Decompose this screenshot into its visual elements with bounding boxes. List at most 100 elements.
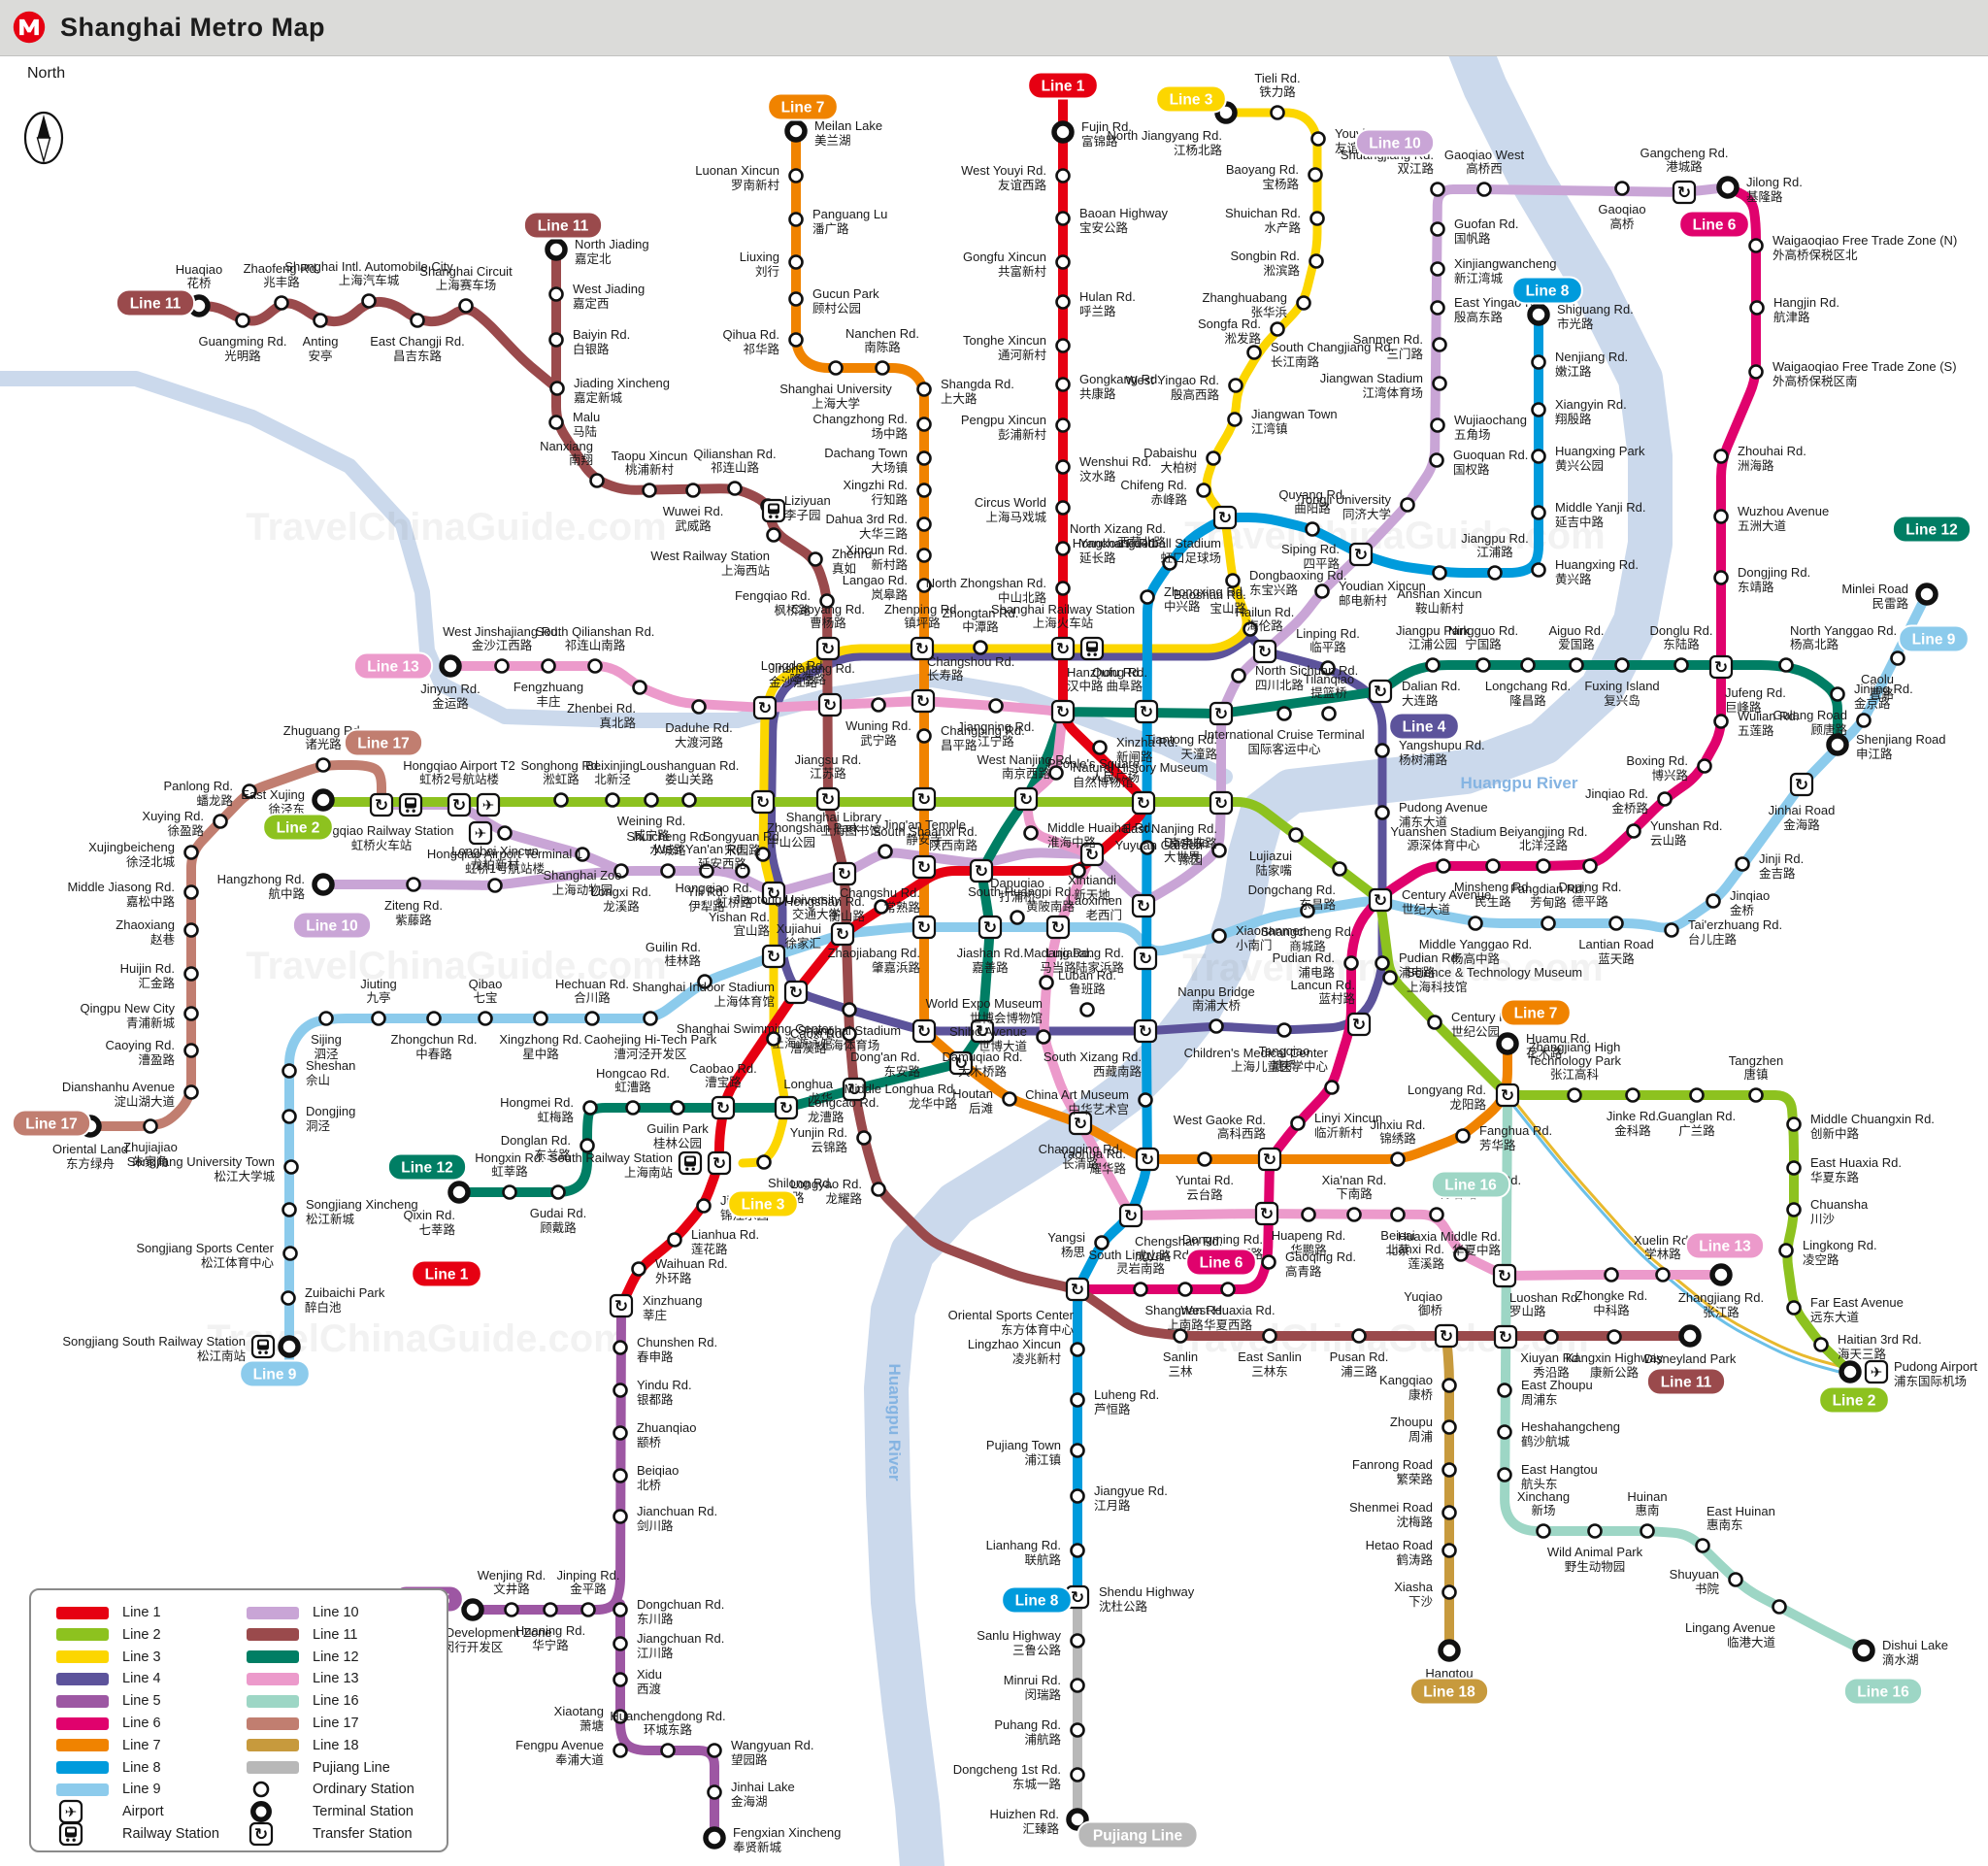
station-jufeng-rd: ↻ bbox=[1708, 654, 1734, 680]
ordinary-station-dot bbox=[613, 1340, 628, 1355]
station-label-fanghua-rd: Fanghua Rd.芳华路 bbox=[1479, 1123, 1552, 1152]
station-label-changzhong-rd: Changzhong Rd.场中路 bbox=[812, 412, 908, 441]
station-linyi-xincun bbox=[1290, 1116, 1306, 1131]
station-label-zhongchun-rd: Zhongchun Rd.中春路 bbox=[391, 1032, 478, 1061]
ordinary-station-dot bbox=[1382, 970, 1398, 985]
station-shanghai-university bbox=[828, 360, 844, 376]
ordinary-station-dot bbox=[1309, 211, 1325, 226]
legend-label: Line 9 bbox=[122, 1782, 161, 1798]
station-disneyland-park bbox=[1678, 1324, 1702, 1348]
station-far-east-avenue bbox=[1786, 1300, 1802, 1316]
terminal-station-dot bbox=[1678, 1324, 1702, 1348]
station-label-hanzhong-rd: Hanzhong Rd.汉中路 bbox=[1067, 665, 1147, 693]
ordinary-station-dot bbox=[1055, 168, 1071, 183]
station-tongji-university bbox=[1400, 497, 1415, 513]
station-hongqiao-airport-terminal-1: ✈ bbox=[468, 820, 513, 846]
transfer-arrows-glyph: ↻ bbox=[917, 790, 931, 810]
ordinary-station-dot bbox=[1604, 1267, 1619, 1283]
legend-item-line-13: Line 13 bbox=[247, 1668, 359, 1689]
airplane-glyph: ✈ bbox=[475, 825, 487, 843]
ordinary-station-dot bbox=[1614, 181, 1630, 196]
station-deping-rd bbox=[1582, 858, 1598, 874]
transfer-arrows-glyph: ↻ bbox=[1440, 1327, 1453, 1347]
badge-line2: Line 2 bbox=[262, 813, 334, 842]
station-label-north-jiangyang-rd: North Jiangyang Rd.江杨北路 bbox=[1107, 128, 1222, 157]
ordinary-station-dot bbox=[707, 1784, 722, 1800]
station-label-yindu-rd: Yindu Rd.银都路 bbox=[637, 1378, 692, 1407]
badge-pujiang: Pujiang Line bbox=[1077, 1820, 1199, 1849]
badge-line10: Line 10 bbox=[291, 911, 373, 940]
ordinary-station-dot bbox=[1300, 903, 1315, 918]
station-label-west-youyi-rd: West Youyi Rd.友谊西路 bbox=[961, 163, 1046, 192]
station-donglan-rd bbox=[580, 1138, 595, 1153]
station-youdian-xincun bbox=[1314, 583, 1330, 599]
station-hechuan-rd bbox=[584, 1011, 600, 1026]
legend-swatch bbox=[247, 1694, 299, 1708]
station-yuyuan-garden bbox=[1211, 843, 1227, 858]
ordinary-station-dot bbox=[696, 1198, 712, 1214]
station-label-qilianshan-rd: Qilianshan Rd.祁连山路 bbox=[693, 447, 776, 475]
ordinary-station-dot bbox=[548, 286, 564, 302]
ordinary-station-dot bbox=[1430, 221, 1445, 237]
legend-swatch bbox=[56, 1761, 109, 1775]
station-hongqiao-rd: ↻ bbox=[761, 881, 786, 906]
station-label-longcao-rd: Longcao Rd.龙漕路 bbox=[808, 1095, 879, 1124]
transfer-arrows-glyph: ↻ bbox=[1498, 1267, 1511, 1286]
station-label-hailun-rd: Hailun Rd.海伦路 bbox=[1236, 605, 1295, 633]
station-pudong-avenue bbox=[1375, 805, 1390, 820]
ordinary-station-dot bbox=[613, 863, 629, 879]
badge-label: Line 12 bbox=[401, 1160, 452, 1177]
station-label-guanglan-rd: Guanglan Rd.广兰路 bbox=[1658, 1109, 1736, 1138]
terminal-station-dot bbox=[784, 119, 808, 143]
station-tieli-rd bbox=[1270, 105, 1285, 120]
ordinary-station-dot bbox=[281, 1290, 296, 1306]
ordinary-station-dot bbox=[1162, 555, 1177, 571]
station-dabaishu bbox=[1206, 450, 1221, 466]
maglev-line bbox=[1506, 1096, 1852, 1377]
station-yaohua-rd: ↻ bbox=[1135, 1147, 1160, 1172]
ordinary-station-dot bbox=[242, 783, 257, 799]
ordinary-station-dot bbox=[213, 814, 228, 829]
station-label-longyao-rd: Longyao Rd.龙耀路 bbox=[790, 1177, 862, 1206]
station-shuichan-rd bbox=[1309, 211, 1325, 226]
ordinary-station-dot bbox=[1436, 858, 1451, 874]
station-baiyin-rd bbox=[548, 332, 564, 348]
station-label-dongchang-rd: Dongchang Rd.东昌路 bbox=[1248, 883, 1337, 912]
station-baoan-highway bbox=[1055, 211, 1071, 226]
station-changzhong-rd bbox=[916, 417, 932, 432]
ordinary-station-dot bbox=[1140, 840, 1155, 855]
station-longyang-rd: ↻ bbox=[1495, 1083, 1520, 1108]
station-label-hongqiao-rd: Hongqiao Rd.虹桥路 bbox=[676, 881, 753, 910]
ordinary-station-dot bbox=[788, 254, 804, 270]
station-lantian-road bbox=[1608, 916, 1624, 931]
station-label-donglan-rd: Donglan Rd.东兰路 bbox=[501, 1133, 572, 1162]
station-dahua-3rd-rd bbox=[916, 516, 932, 532]
station-zhenping-rd: ↻ bbox=[910, 636, 935, 661]
station-shuangjiang-rd bbox=[1430, 182, 1445, 197]
legend-label: Line 16 bbox=[313, 1693, 359, 1710]
ordinary-station-dot bbox=[1270, 105, 1285, 120]
station-label-puhang-rd: Puhang Rd.浦航路 bbox=[994, 1717, 1061, 1747]
station-label-jinqiao-rd: Jinqiao Rd.金桥路 bbox=[1585, 786, 1649, 816]
station-shenmei-road bbox=[1441, 1505, 1457, 1520]
station-gongkang-rd bbox=[1055, 377, 1071, 392]
station-huamu-rd bbox=[1496, 1032, 1519, 1055]
station-label-south-xizang-rd: South Xizang Rd.西藏南路 bbox=[1044, 1050, 1143, 1079]
ordinary-station-dot bbox=[1079, 1002, 1095, 1017]
legend-swatch bbox=[56, 1628, 109, 1642]
ordinary-station-dot bbox=[1520, 657, 1536, 673]
station-wangyuan-rd bbox=[707, 1743, 722, 1758]
